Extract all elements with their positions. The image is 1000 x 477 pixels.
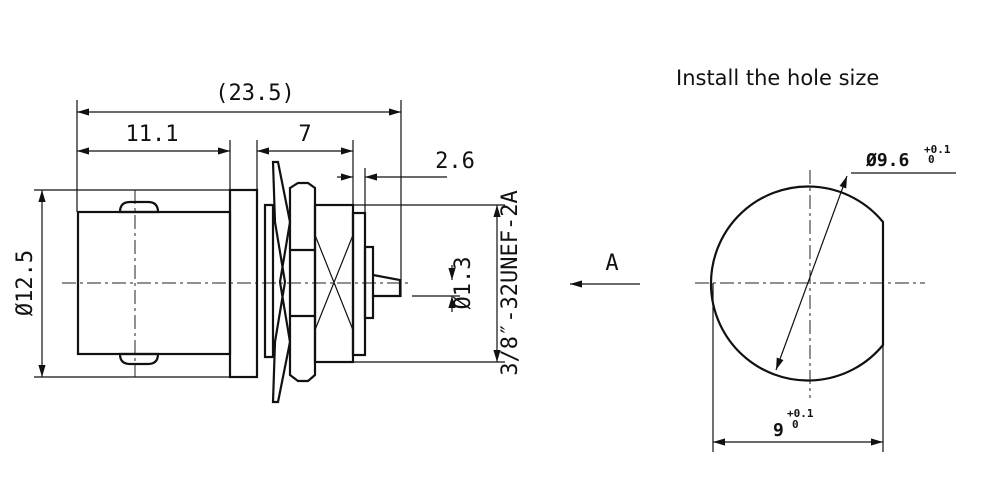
flat-width-label: 9 — [773, 420, 784, 441]
side-view: (23.5) 11.1 7 2.6 Ø12.5 Ø1.3 3/8″-32UNEF… — [13, 81, 640, 404]
flange — [228, 188, 259, 379]
flat-width-tol-upper: +0.1 — [787, 407, 814, 420]
thread-length-label: 7 — [298, 122, 311, 147]
thread-hatch — [314, 234, 354, 331]
pin-diameter-label: Ø1.3 — [451, 257, 476, 310]
hole-diameter-tol-upper: +0.1 — [924, 143, 951, 156]
bayonet-pins — [118, 200, 160, 366]
hole-diameter-tol-lower: 0 — [928, 153, 935, 166]
center-pin — [372, 273, 402, 298]
hole-diameter-label: Ø9.6 — [865, 150, 909, 171]
body-length-label: 11.1 — [126, 122, 179, 147]
lock-washer — [263, 160, 292, 404]
hex-nut — [288, 181, 317, 383]
body-diameter-label: Ø12.5 — [13, 250, 38, 316]
thread-spec-label: 3/8″-32UNEF-2A — [498, 190, 523, 375]
view-label: A — [605, 251, 618, 276]
hole-diameter-dim — [775, 175, 848, 371]
thread-end — [351, 211, 367, 357]
pin-length-label: 2.6 — [435, 149, 475, 174]
insulator — [363, 245, 375, 320]
hole-size-title: Install the hole size — [676, 66, 880, 90]
overall-length-label: (23.5) — [215, 81, 294, 106]
hole-view: Ø9.6 +0.1 0 9 +0.1 0 — [695, 143, 956, 452]
flat-width-tol-lower: 0 — [792, 418, 799, 431]
